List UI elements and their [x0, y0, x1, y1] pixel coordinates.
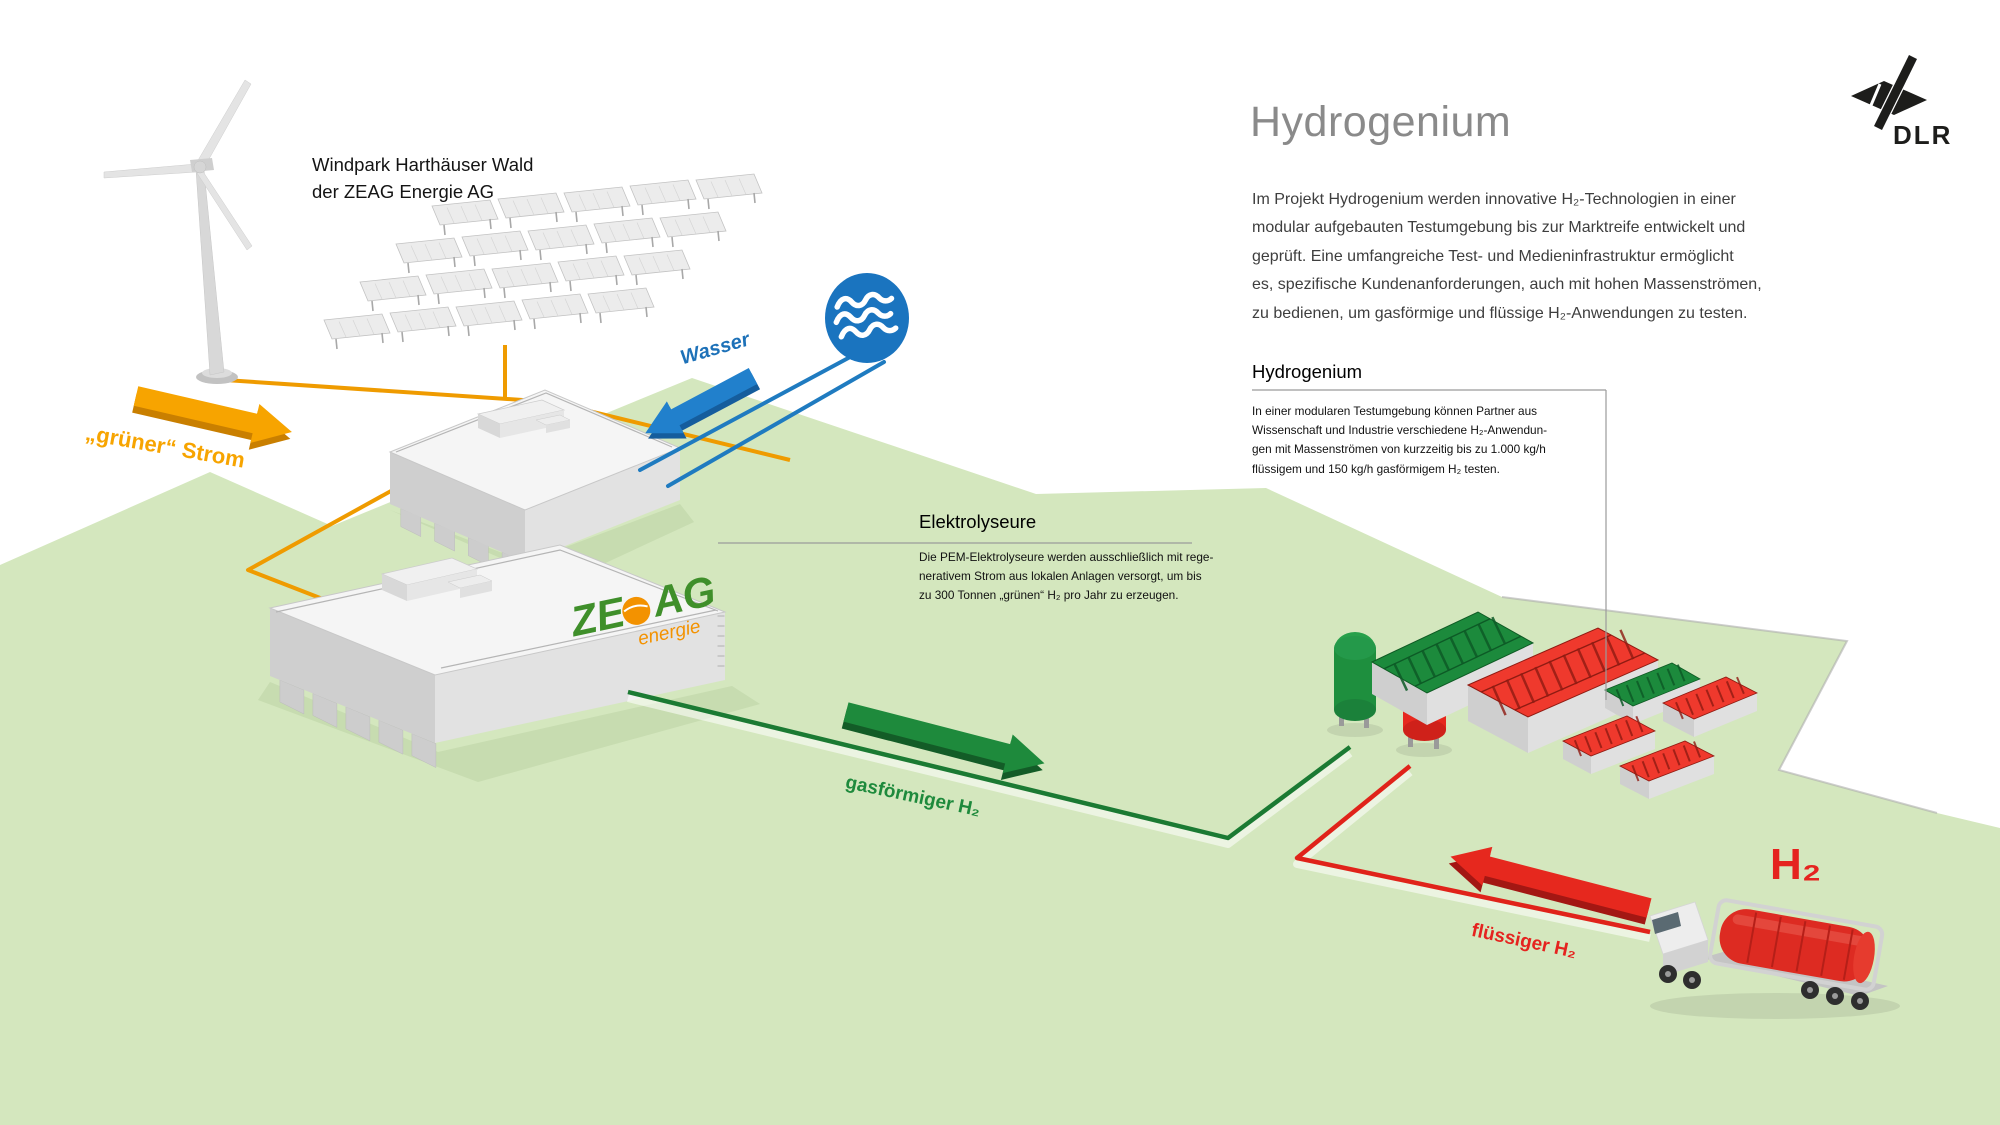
water-circle-icon	[825, 273, 909, 363]
gaseous-h2-arrow	[841, 702, 1045, 780]
water-source	[638, 273, 909, 488]
dlr-wordmark: DLR	[1893, 120, 1952, 150]
intro-line: Im Projekt Hydrogenium werden innovative…	[1252, 191, 1736, 208]
intro-line: zu bedienen, um gasförmige und flüssige …	[1252, 304, 1748, 322]
container-small-red-3	[1619, 740, 1715, 799]
truck-h2-label: H₂	[1770, 840, 1822, 889]
zeag-logo: ZE AG energie	[565, 567, 719, 650]
hydrogenium-body-line: Wissenschaft und Industrie verschiedene …	[1252, 423, 1548, 438]
dlr-logo: DLR	[1851, 53, 1952, 150]
hydrogenium-body-line: In einer modularen Testumgebung können P…	[1252, 404, 1538, 418]
electrolyser-section-body: Die PEM-Elektrolyseure werden ausschließ…	[919, 548, 1213, 606]
hydrogenium-section-title: Hydrogenium	[1252, 361, 1363, 382]
water-arrow	[645, 368, 761, 439]
electrolyser-section-title: Elektrolyseure	[919, 511, 1037, 532]
wind-turbine	[103, 79, 253, 384]
container-small-red-2	[1562, 715, 1656, 774]
waves-icon	[833, 291, 899, 340]
h2-tanker-truck	[1649, 898, 1900, 1019]
electrolyser-building-zeag: ZE AG energie	[268, 544, 727, 769]
zeag-logo-sun-icon	[622, 596, 651, 625]
liquid-h2-pipe	[1293, 764, 1651, 942]
test-containers	[1370, 611, 1758, 799]
windpark-label-line: der ZEAG Energie AG	[312, 180, 495, 202]
electrolyser-body-line: nerativem Strom aus lokalen Anlagen vers…	[919, 569, 1202, 584]
green-power-arrow	[132, 386, 292, 450]
electrolyser-body-line: Die PEM-Elektrolyseure werden ausschließ…	[919, 550, 1214, 564]
intro-paragraph: Im Projekt Hydrogenium werden innovative…	[1252, 186, 1792, 328]
callout-lines	[718, 389, 1607, 700]
gaseous-h2-tank	[1327, 632, 1383, 737]
intro-line: es, spezifische Kundenanforderungen, auc…	[1252, 276, 1762, 294]
hydrogenium-body-line: flüssigem und 150 kg/h gasförmigem H₂ te…	[1252, 461, 1500, 476]
electrolyser-building-rear	[388, 389, 682, 581]
intro-line: modular aufgebauten Testumgebung bis zur…	[1252, 219, 1746, 237]
gaseous-h2-pipe	[627, 689, 1353, 848]
intro-line: geprüft. Eine umfangreiche Test- und Med…	[1252, 247, 1734, 265]
windpark-label: Windpark Harthäuser Wald der ZEAG Energi…	[312, 152, 533, 205]
container-small-red-1	[1662, 676, 1758, 737]
page-title: Hydrogenium	[1250, 98, 1512, 146]
hydrogenium-body-line: gen mit Massenströmen von kurzzeitig bis…	[1252, 442, 1546, 457]
liquid-h2-arrow	[1448, 846, 1652, 925]
hydrogenium-section-body: In einer modularen Testumgebung können P…	[1252, 402, 1547, 479]
zeag-logo-ze: ZE	[565, 588, 630, 646]
electrolyser-body-line: zu 300 Tonnen „grünen“ H₂ pro Jahr zu er…	[919, 588, 1179, 603]
windpark-label-line: Windpark Harthäuser Wald	[312, 154, 534, 175]
container-large-red	[1466, 627, 1660, 753]
